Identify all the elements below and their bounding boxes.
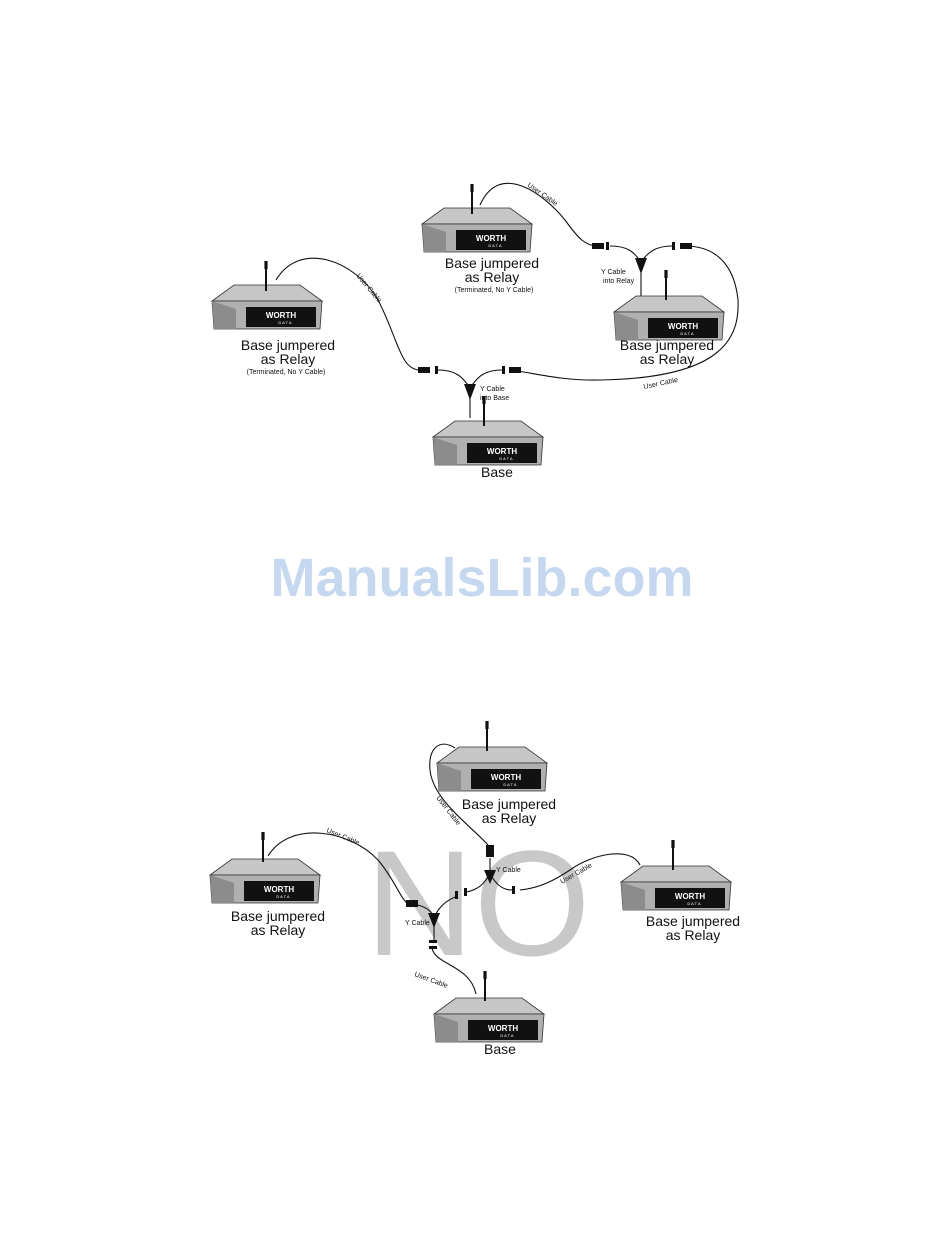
relay-b-label-1: Base jumpered [445,255,539,271]
base-label: Base [484,1041,516,1057]
connector [464,888,467,896]
cable-label: User Cable [643,377,679,391]
connectors-bottom [406,845,515,949]
cable-relay-a [275,257,421,371]
device-relay-b [421,207,533,253]
relay-a-label-2: as Relay [261,351,315,367]
antenna-icon [260,831,266,863]
relay-b-note: (Terminated, No Y Cable) [455,287,534,294]
relay-a-label-1: Base jumpered [241,337,335,353]
cable-relay-top [429,743,489,846]
relay-left-label-2: as Relay [251,922,305,938]
diagram-top: Base jumpered as Relay (Terminated, No Y… [211,182,739,480]
relay-b-label-2: as Relay [465,269,519,285]
relay-c-label-1: Base jumpered [620,337,714,353]
device-relay-top [436,746,548,792]
device-relay-c [613,295,725,341]
relay-top-label-1: Base jumpered [462,796,556,812]
y-cable-base-label-2: into Base [480,395,509,402]
connector [435,366,438,374]
relay-c-label-2: as Relay [640,351,694,367]
device-base [432,420,544,466]
relay-right-label-2: as Relay [666,927,720,943]
y-junction-base [464,384,476,400]
relay-top-label-2: as Relay [482,810,536,826]
relay-right-label-1: Base jumpered [646,913,740,929]
connectors-top [418,242,692,374]
cable-label: User Cable [354,273,382,304]
antenna-icon [484,720,490,752]
cable-relay-c [509,245,739,381]
device-relay-a [211,284,323,330]
connector [455,891,458,899]
y-cable-relay-label-2: into Relay [603,278,635,285]
connector [406,900,418,907]
cable-relay-right [519,853,641,891]
connector [672,242,675,250]
y-cable-base-label-1: Y Cable [480,386,505,393]
y-cable-lower-label: Y Cable [405,920,430,927]
connector [606,242,609,250]
device-relay-right [620,865,732,911]
cable-relay-left [267,832,409,905]
y-cable-relay-label-1: Y Cable [601,269,626,276]
cable-label: User Cable [325,827,360,847]
relay-left-label-1: Base jumpered [231,908,325,924]
y-junction-upper [484,870,496,884]
device-relay-left [209,858,321,904]
connector [509,367,521,373]
connector [502,366,505,374]
y-cable-upper-label: Y Cable [496,867,521,874]
cable-label: User Cable [526,182,559,208]
watermark: ManualsLib.com [270,548,693,608]
relay-a-note: (Terminated, No Y Cable) [247,369,326,376]
y-junction-relay [635,258,647,274]
device-base [433,997,545,1043]
antenna-icon [670,839,676,871]
y-junction-lower [428,913,440,928]
connector [592,243,604,249]
cable-relay-b [479,182,599,247]
cable-base [431,947,477,995]
cables-bottom [267,743,641,995]
antenna-icon [663,269,669,301]
connector [512,886,515,894]
base-label: Base [481,464,513,480]
connector [429,946,437,949]
connector [486,845,494,857]
connector [429,940,437,943]
no-overlay: NO [366,819,591,987]
connector [680,243,692,249]
connector [418,367,430,373]
diagram-bottom: NO Base jumpered as Rel [209,720,740,1057]
